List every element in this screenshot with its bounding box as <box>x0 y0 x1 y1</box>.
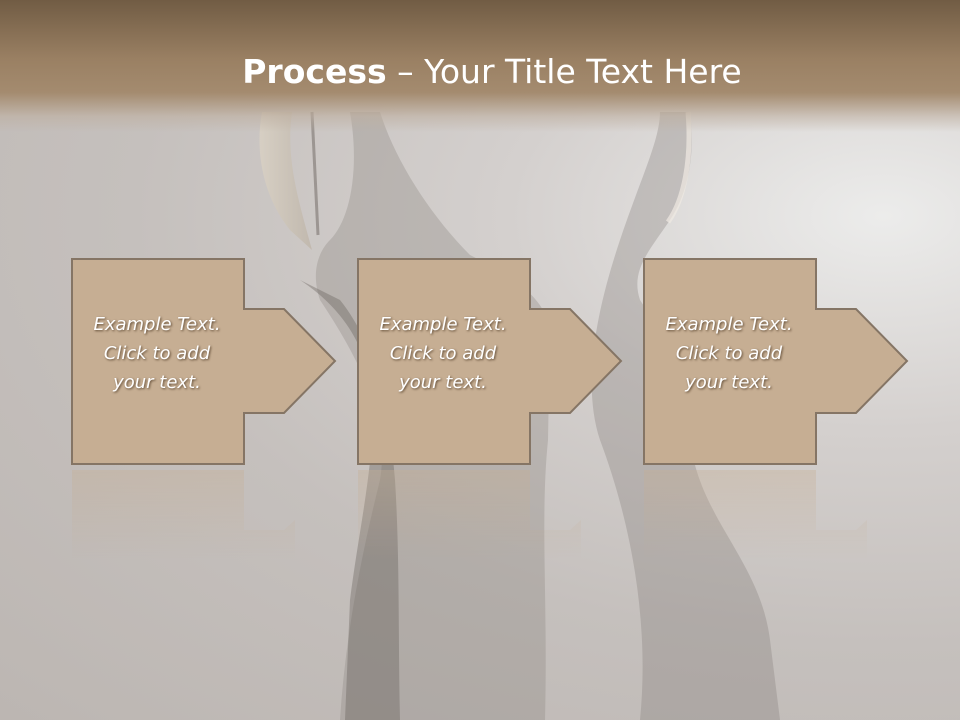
slide-title[interactable]: Process – Your Title Text Here <box>0 52 960 91</box>
step-text-line-3: your text. <box>399 372 487 393</box>
step-text: Example Text. Click to add your text. <box>644 310 814 397</box>
step-1-reflection <box>72 470 295 560</box>
process-step-3[interactable]: Example Text. Click to add your text. <box>642 258 912 468</box>
step-text-line-1: Example Text. <box>379 314 507 335</box>
step-text-line-3: your text. <box>685 372 773 393</box>
title-rest-text: – Your Title Text Here <box>386 52 742 91</box>
step-text-line-2: Click to add <box>675 343 783 364</box>
step-arrow-shape <box>71 258 337 465</box>
process-step-1[interactable]: Example Text. Click to add your text. <box>70 258 340 468</box>
title-bar <box>0 0 960 132</box>
step-text: Example Text. Click to add your text. <box>72 310 242 397</box>
step-arrow-shape <box>357 258 623 465</box>
step-text-line-1: Example Text. <box>665 314 793 335</box>
step-text: Example Text. Click to add your text. <box>358 310 528 397</box>
step-arrow-shape <box>643 258 909 465</box>
step-text-line-2: Click to add <box>389 343 497 364</box>
step-text-line-2: Click to add <box>103 343 211 364</box>
step-text-line-1: Example Text. <box>93 314 221 335</box>
step-text-line-3: your text. <box>113 372 201 393</box>
step-3-reflection <box>644 470 867 560</box>
step-2-reflection <box>358 470 581 560</box>
title-bold-text: Process <box>242 52 387 91</box>
process-step-2[interactable]: Example Text. Click to add your text. <box>356 258 626 468</box>
